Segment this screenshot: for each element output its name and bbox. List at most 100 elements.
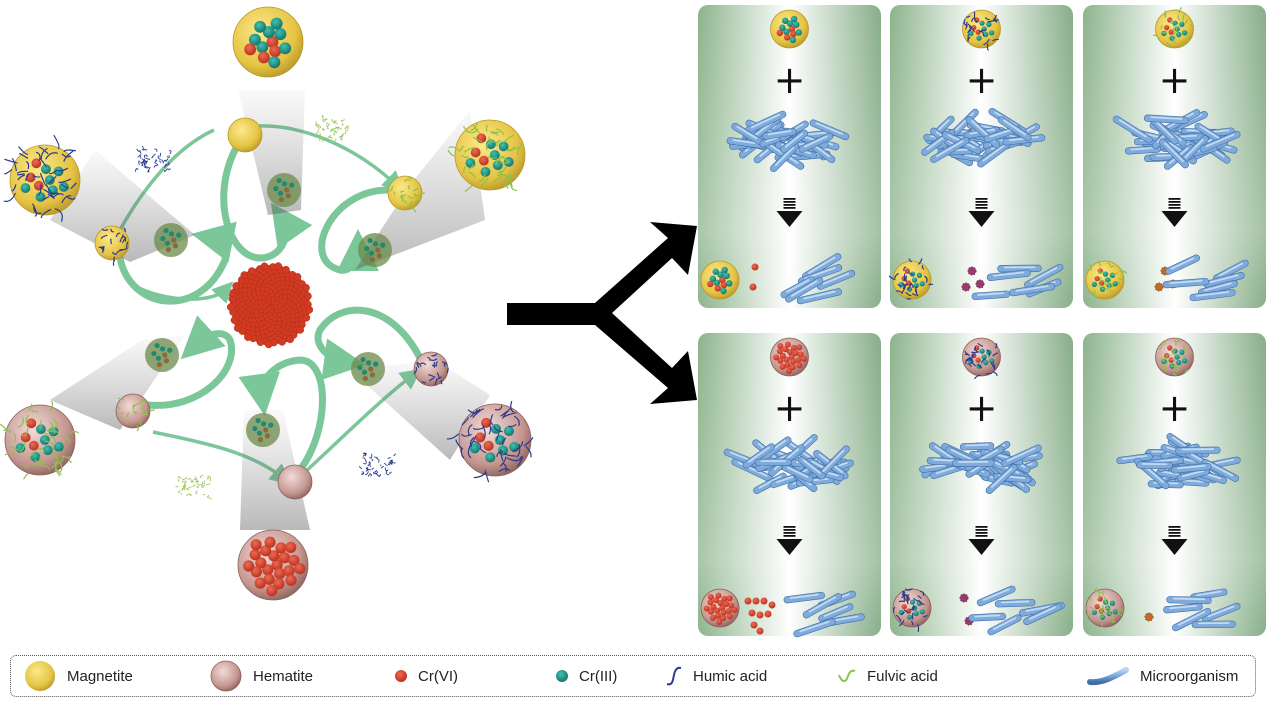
microorganism-rod-highlight — [758, 475, 782, 489]
microorganism-rod — [727, 137, 766, 149]
cr-vi-ion — [790, 358, 797, 365]
intermediate-ion — [368, 250, 375, 256]
down-arrow-icon — [776, 526, 803, 555]
cr-vi-ion — [233, 324, 242, 332]
cr-vi-ion — [748, 609, 756, 617]
organic-acid-strand — [139, 420, 143, 426]
hematite-particle-humic-acid — [892, 588, 932, 632]
microorganism-rod — [988, 614, 1021, 635]
cr-vi-ion — [250, 566, 263, 578]
organic-acid-strand — [473, 471, 487, 479]
organic-acid-strand — [1111, 272, 1118, 276]
microorganism-rod — [781, 276, 815, 298]
microorganism-rod — [780, 130, 808, 153]
cr-organic-complex — [975, 279, 985, 289]
microorganism-rod — [762, 128, 797, 139]
organic-acid-strand — [1181, 43, 1187, 46]
organic-acid-strand — [11, 157, 18, 172]
intermediate-ion — [273, 185, 279, 192]
organic-acid-strand — [414, 193, 422, 197]
arrow-stripe — [975, 198, 988, 200]
organic-acid-strand — [984, 17, 990, 21]
organic-acid-strand — [16, 170, 29, 174]
intermediate-sphere — [351, 352, 385, 386]
microorganism-rod — [1177, 468, 1209, 481]
cr-iii-ion — [498, 141, 509, 152]
organic-acid-strand — [974, 347, 978, 353]
microorganism-rod — [818, 603, 853, 622]
organic-acid-strand — [49, 170, 57, 175]
organic-acid-strand — [333, 120, 338, 122]
cr-vi-ion — [750, 621, 758, 629]
intermediate-ion — [162, 352, 168, 358]
organic-acid-strand — [895, 614, 902, 623]
cr-vi-ion — [901, 603, 907, 610]
organic-acid-strand — [472, 136, 484, 144]
microorganism-rod-highlight — [1015, 285, 1049, 292]
microorganism-rod — [1165, 255, 1200, 275]
organic-acid-strand — [53, 450, 60, 458]
organic-acid-strand — [134, 167, 139, 172]
organic-acid-strand — [467, 444, 472, 459]
organic-acid-strand — [1110, 284, 1115, 288]
humic-acid-icon — [666, 666, 682, 686]
organic-acid-strand — [494, 156, 505, 165]
plus-sign: + — [774, 386, 806, 430]
organic-acid-strand — [488, 423, 492, 435]
cr-vi-ion — [788, 353, 795, 361]
microorganism-rod-highlight — [1196, 291, 1230, 297]
microorganism-rod — [1190, 289, 1236, 301]
released-ions — [1144, 612, 1154, 622]
microorganism-rod — [732, 459, 774, 482]
cr-vi-ion — [795, 357, 802, 364]
microorganism-rod-highlight — [802, 459, 821, 474]
organic-acid-strand — [508, 423, 517, 428]
organic-acid-strand — [992, 352, 999, 357]
organic-acid-strand — [994, 14, 998, 22]
intermediate-ion — [156, 361, 163, 368]
organic-acid-strand — [501, 180, 511, 183]
organic-acid-strand — [414, 199, 419, 204]
organic-acid-strand — [469, 436, 475, 448]
cr-vi-ion — [717, 599, 724, 607]
organic-acid-strand — [446, 367, 449, 374]
organic-acid-strand — [468, 171, 476, 179]
microorganism-rod — [972, 291, 1010, 300]
organic-acid-strand — [338, 126, 343, 130]
organic-acid-strand — [48, 430, 59, 433]
panel-r1c3: + — [1083, 5, 1266, 308]
organic-acid-strand — [420, 192, 426, 195]
intermediate-particle — [267, 173, 301, 207]
hematite-particle — [770, 337, 809, 377]
cr-vi-ion — [710, 614, 717, 621]
cycle-node-magnetite-bare — [227, 6, 305, 215]
legend-item-fulvic-acid: Fulvic acid — [837, 656, 938, 696]
cr-iii-ion — [469, 443, 480, 454]
organic-acid-strand — [63, 149, 76, 153]
hematite-particle-fulvic-acid — [0, 400, 79, 480]
organic-acid-strand — [977, 363, 983, 369]
microorganism-rod-highlight — [784, 132, 804, 148]
cr-vi-ion — [240, 271, 249, 279]
organic-acid-strand — [1165, 354, 1171, 360]
microorganism-rod — [1144, 115, 1189, 124]
microorganism-rod-highlight — [1181, 470, 1205, 477]
organic-acid-strand — [430, 358, 438, 361]
microorganism-rod — [1175, 478, 1209, 487]
organic-acid-strand — [138, 160, 140, 166]
cr-iii-ion — [480, 166, 491, 177]
intermediate-ion — [375, 247, 381, 253]
cr-vi-ion — [777, 357, 784, 364]
organic-acid-strand — [1159, 343, 1163, 350]
organic-acid-strand — [141, 158, 145, 163]
microorganism-cluster — [726, 110, 850, 173]
arrow-stripe — [783, 198, 796, 200]
organic-acid-strand — [413, 192, 418, 199]
microorganism-cluster — [1116, 433, 1241, 490]
organic-acid-strand — [499, 155, 511, 164]
organic-acid-strand — [1111, 619, 1116, 623]
magnetite-particle — [770, 9, 809, 49]
organic-acid-strand — [399, 195, 404, 203]
cr-vi-ion — [768, 601, 776, 609]
organic-acid-strand — [180, 492, 183, 495]
